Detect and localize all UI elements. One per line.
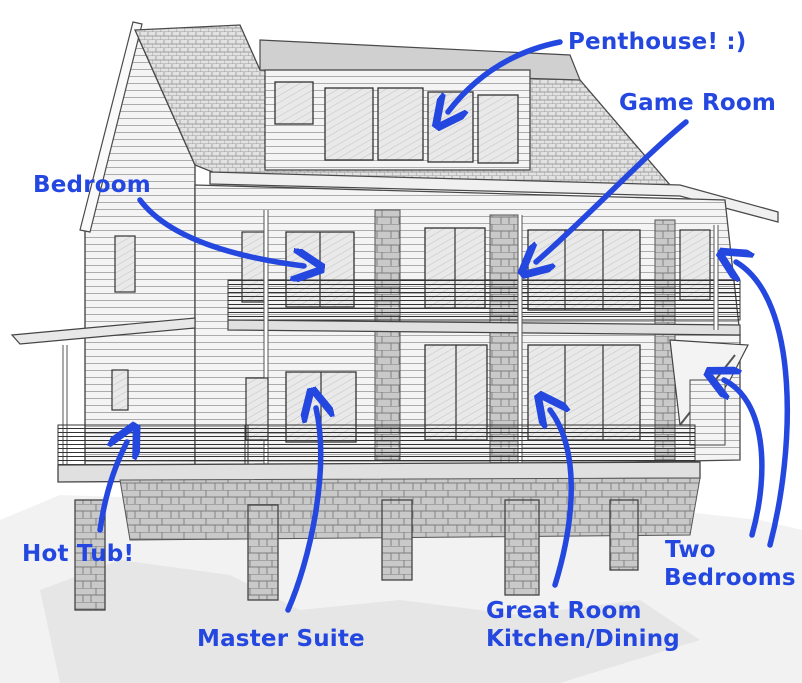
label-bedroom: Bedroom [33,171,151,199]
upper-eave [209,171,779,223]
label-hot-tub-text: Hot Tub! [22,541,135,567]
arrow-game-room [536,119,689,262]
ground-shadow [0,495,802,683]
label-game-room: Game Room [619,89,776,117]
arrow-two-bedrooms-lower [724,380,765,538]
penthouse-dormer [264,69,531,171]
arrow-bedroom [137,197,304,266]
label-two-bedrooms-line-1: Two [665,537,716,563]
annotation-arrows [97,39,790,613]
arrow-two-bedrooms-upper [736,262,790,548]
label-master-suite-text: Master Suite [197,626,365,652]
label-great-room: Great Room Kitchen/Dining [486,597,680,653]
foundation [74,477,701,611]
label-bedroom-text: Bedroom [33,172,151,198]
label-master-suite: Master Suite [197,625,365,653]
arrow-hot-tub [97,442,127,533]
label-hot-tub: Hot Tub! [22,540,134,568]
label-two-bedrooms-line-2: Bedrooms [664,565,796,591]
label-game-room-text: Game Room [619,90,777,116]
label-penthouse: Penthouse! :) [568,28,746,56]
label-penthouse-text: Penthouse! :) [568,29,747,55]
arrow-penthouse [448,39,563,112]
arrow-great-room [550,410,574,588]
label-great-room-line-1: Great Room [486,598,642,624]
arrow-master-suite [285,408,321,613]
label-two-bedrooms: Two Bedrooms [664,536,796,592]
label-great-room-line-2: Kitchen/Dining [486,626,680,652]
